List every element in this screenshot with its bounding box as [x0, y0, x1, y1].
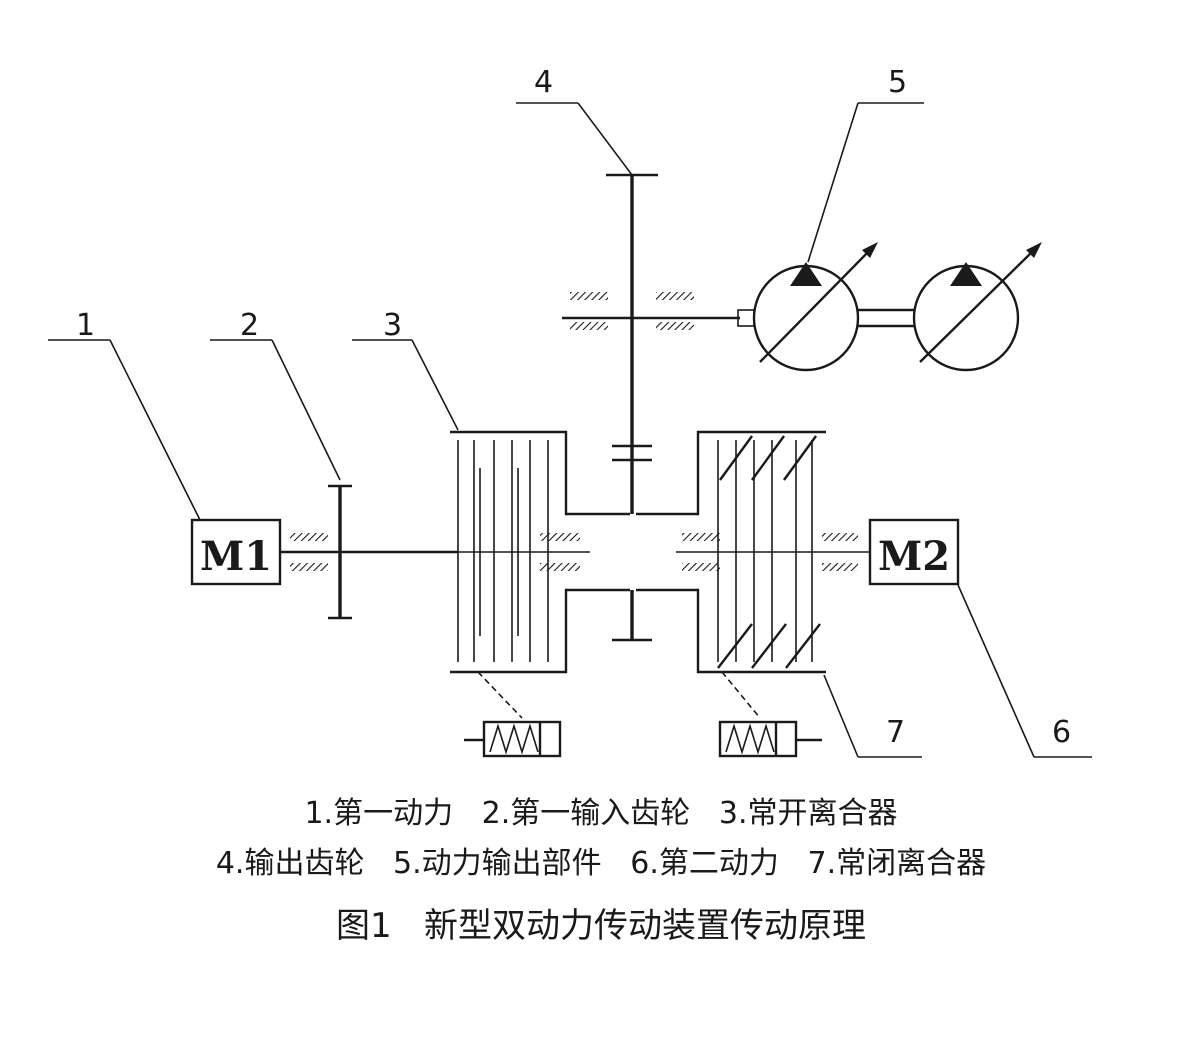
callout-5-label: 5	[888, 65, 907, 100]
callout-6-label: 6	[1052, 715, 1071, 750]
callout-6: 6	[957, 584, 1092, 758]
normally-closed-clutch	[636, 430, 870, 719]
bearing-m1-top	[290, 533, 328, 541]
callout-2: 2	[210, 308, 341, 481]
callout-2-label: 2	[240, 308, 259, 343]
first-input-shaft	[280, 533, 458, 571]
legend-line-1: 1.第一动力 2.第一输入齿轮 3.常开离合器	[304, 796, 898, 831]
bearing-clutch3-bottom	[540, 563, 580, 571]
bearing-clutch7-top	[682, 533, 720, 541]
motor-m2-label: M2	[878, 533, 950, 580]
callout-1: 1	[48, 308, 201, 521]
first-input-gear	[328, 484, 352, 620]
normally-open-clutch	[450, 430, 630, 719]
motor-m2: M2	[868, 518, 960, 586]
figure-caption: 图1 新型双动力传动装置传动原理	[335, 906, 867, 946]
pump-left	[752, 242, 878, 372]
bearing-m2-top	[822, 533, 858, 541]
callout-3: 3	[352, 308, 459, 431]
actuator-right	[718, 720, 822, 758]
legend-line-2: 4.输出齿轮 5.动力输出部件 6.第二动力 7.常闭离合器	[215, 846, 987, 881]
bearing-m2-bottom	[822, 563, 858, 571]
callout-4-label: 4	[534, 65, 553, 100]
callout-3-label: 3	[383, 308, 402, 343]
callout-7: 7	[823, 674, 922, 758]
output-gear	[606, 173, 658, 642]
bearing-clutch3-top	[540, 533, 580, 541]
pump-right	[912, 242, 1042, 372]
bearing-out-br	[656, 322, 694, 330]
pump-coupling	[858, 308, 914, 328]
bearing-out-bl	[570, 322, 608, 330]
bearing-out-tl	[570, 292, 608, 300]
callout-4: 4	[516, 65, 633, 176]
motor-m1-label: M1	[200, 533, 272, 580]
bearing-clutch7-bottom	[682, 563, 720, 571]
callout-5: 5	[807, 65, 924, 263]
second-input-shaft	[822, 533, 858, 571]
callout-1-label: 1	[76, 308, 95, 343]
bearing-m1-bottom	[290, 563, 328, 571]
motor-m1: M1	[190, 518, 282, 586]
callout-7-label: 7	[886, 715, 905, 750]
bearing-out-tr	[656, 292, 694, 300]
actuator-left	[464, 720, 562, 758]
output-shaft	[562, 292, 755, 330]
